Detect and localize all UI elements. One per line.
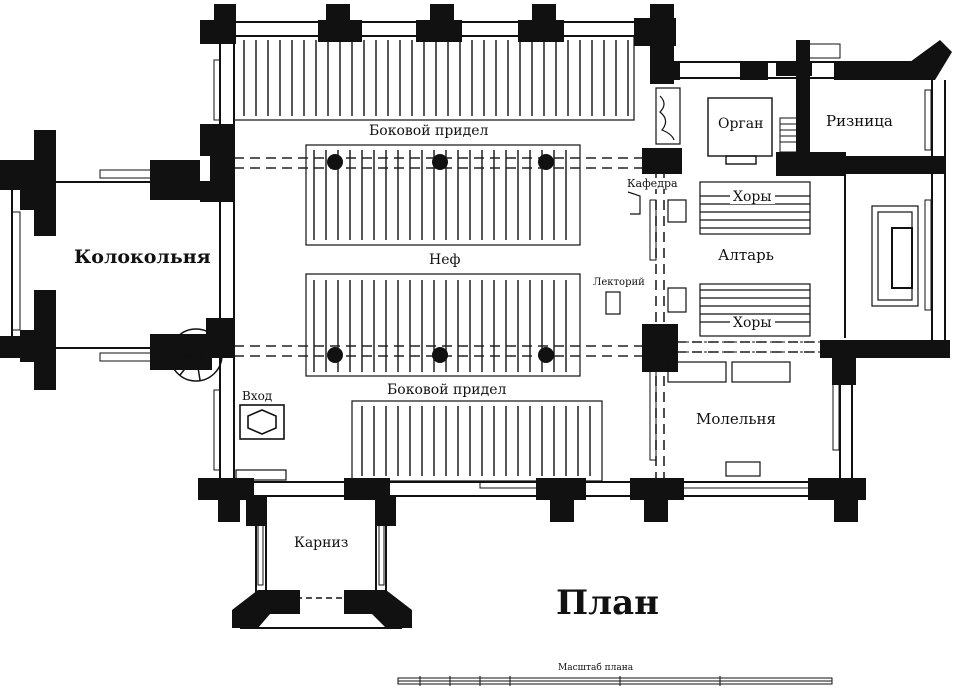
lectern-stand (605, 291, 621, 315)
tomb-slabs (235, 361, 791, 481)
label-entrance: Вход (242, 389, 273, 403)
label-bell-tower: Колокольня (74, 246, 211, 268)
label-choir-south: Хоры (730, 316, 775, 330)
pews-south-aisle (351, 400, 603, 482)
nave-columns (327, 154, 554, 363)
scale-bar (397, 676, 833, 686)
scale-label: Масштаб плана (558, 663, 634, 673)
altar-rail-north (667, 287, 687, 313)
organ-box (707, 97, 773, 165)
memorial-relief (655, 87, 681, 145)
pews-nave-upper (305, 144, 581, 246)
label-chapel: Молельня (696, 410, 776, 428)
choir-stalls-south (699, 283, 811, 337)
spiral-stair (169, 328, 223, 382)
chapel-rail (686, 341, 830, 353)
altar-table (871, 205, 919, 307)
label-organ: Орган (718, 116, 764, 132)
label-choir-north: Хоры (730, 190, 775, 204)
label-altar: Алтарь (718, 246, 774, 264)
label-side-aisle-north: Боковой придел (366, 124, 492, 138)
label-pulpit: Кафедра (624, 178, 681, 189)
label-porch: Карниз (294, 535, 349, 551)
wall-masses (0, 4, 952, 628)
pews-north-aisle (233, 35, 635, 121)
label-nave: Неф (426, 253, 464, 267)
label-lectern: Лекторий (590, 278, 648, 288)
plan-title: План (556, 583, 659, 623)
label-vestry: Ризница (826, 112, 893, 130)
vestry-stairs (779, 117, 799, 153)
label-side-aisle-south: Боковой придел (384, 383, 510, 397)
pulpit-structure (627, 191, 687, 223)
baptismal-font (239, 404, 285, 440)
